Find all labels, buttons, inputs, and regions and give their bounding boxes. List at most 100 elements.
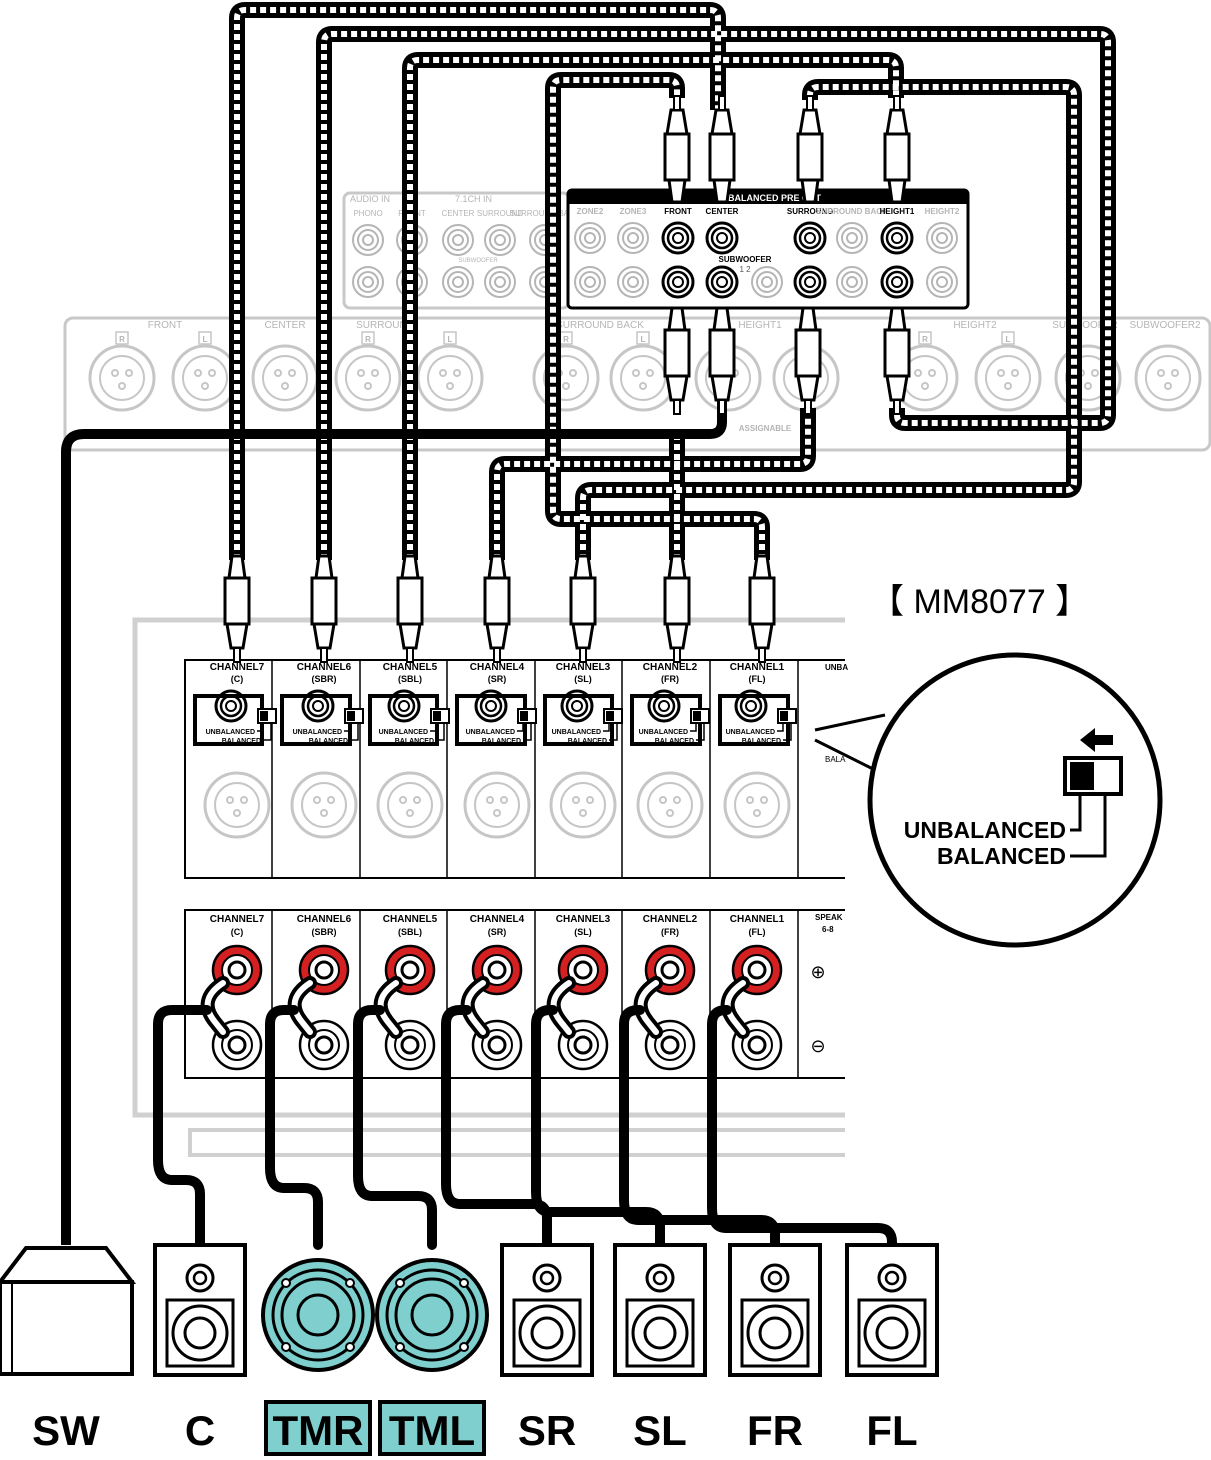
assignable-label: ASSIGNABLE [739,424,792,433]
channel-name: CHANNEL7 [210,914,265,925]
rca-jack [661,221,695,255]
rca-plug [396,554,424,664]
wire-segment [377,980,399,1035]
channel-name: CHANNEL5 [383,662,438,673]
channel-abbr: (C) [231,927,244,937]
balanced-label: BALANCED [742,738,781,745]
xlr-connector [334,344,402,412]
speaker-label: SL [633,1407,687,1454]
preout-col-label: ZONE3 [620,207,647,216]
rca-jack [880,265,914,299]
audio-in-label: AUDIO IN [350,194,390,204]
rca-jack [926,266,958,298]
rca-jack [574,222,606,254]
preout-col-label: HEIGHT1 [880,207,915,216]
unbalanced-label: UNBALANCED [552,729,601,736]
rca-jack [442,224,474,256]
xlr-input [723,771,791,839]
rca-jack [880,221,914,255]
rca-plug [663,554,691,664]
subwoofer-small-label: SUBWOOFER [458,258,498,264]
speaker-tmr: TMR [261,1258,375,1456]
plus-symbol: ⊕ [810,962,825,982]
xlr-input [376,771,444,839]
unbalanced-label: UNBALANCED [726,729,775,736]
xlr-channel-letter: L [1006,335,1011,344]
xlr-input [549,771,617,839]
channel-abbr: (SL) [574,927,592,937]
rca-jack [661,265,695,299]
speaker-tml: TML [375,1258,489,1456]
rca-jack [926,222,958,254]
rca-plug [883,94,911,204]
channel-name: CHANNEL3 [556,662,611,673]
xlr-connector [532,344,600,412]
speaker-cable [153,1005,212,1250]
rca-plug [310,554,338,664]
wire-segment [637,980,659,1035]
channel-name: CHANNEL7 [210,662,265,673]
rca-plug [483,554,511,664]
balanced-label: BALANCED [222,738,261,745]
speaker-sl: SL [613,1243,707,1454]
speaker-label: TMR [273,1407,364,1454]
rca-cables [61,2,1116,1245]
rca-jack [793,265,827,299]
xlr-input [203,771,271,839]
audio-in-col-label: PHONO [353,209,382,218]
rca-jack [617,266,649,298]
unbalanced-label: UNBALANCED [379,729,428,736]
rca-plug [663,94,691,204]
balanced-label: BALANCED [395,738,434,745]
speaker-label: SR [518,1407,576,1454]
channel-name: CHANNEL1 [730,662,785,673]
audio-in-col-label: CENTER [442,209,475,218]
rca-jack [352,266,384,298]
rca-plug [223,554,251,664]
channel-abbr: (SBL) [398,674,422,684]
preout-col-label: CENTER [706,207,739,216]
speaker-label: C [185,1407,215,1454]
speaker-label: FL [866,1407,917,1454]
xlr-channel-letter: L [641,335,646,344]
callout-balanced: BALANCED [937,843,1066,869]
xlr-channel-letter: L [203,335,208,344]
ch71-in-label: 7.1CH IN [455,194,492,204]
xlr-connector [1134,344,1202,412]
unbalanced-label: UNBALANCED [206,729,255,736]
channel-abbr: (SR) [488,927,507,937]
audio-in-col-label: SURROUND [477,209,523,218]
xlr-label: SUBWOOFER2 [1129,320,1201,331]
speaker-fl: FL [845,1243,939,1454]
rca-jack [836,222,868,254]
speaker-partial-label: SPEAK [815,913,843,922]
preout-col-label: ZONE2 [577,207,604,216]
channel-abbr: (SBL) [398,927,422,937]
xlr-connector [171,344,239,412]
balanced-label: BALANCED [309,738,348,745]
xlr-label: FRONT [148,320,182,331]
channel-name: CHANNEL2 [643,662,698,673]
channel-name: CHANNEL4 [470,914,525,925]
preout-subwoofer-nums: 1 2 [739,265,751,274]
rca-jack [352,224,384,256]
preout-col-label: SURROUND [787,207,833,216]
wire-segment [550,980,572,1035]
xlr-connector [251,344,319,412]
channel-abbr: (SBR) [312,927,337,937]
minus-symbol: ⊖ [810,1036,825,1056]
channel-name: CHANNEL4 [470,662,525,673]
model-label: 【 MM8077 】 [870,583,1089,621]
xlr-label: HEIGHT2 [953,320,997,331]
xlr-label: HEIGHT1 [738,320,782,331]
channel-abbr: (FL) [749,927,766,937]
xlr-channel-letter: R [365,335,371,344]
xlr-channel-letter: R [119,335,125,344]
rca-jack [574,266,606,298]
switch-callout: UNBALANCED BALANCED [814,652,1163,948]
xlr-input [636,771,704,839]
callout-unbalanced: UNBALANCED [904,817,1066,843]
rca-jack [751,266,783,298]
xlr-label: SURROUND [356,320,414,331]
